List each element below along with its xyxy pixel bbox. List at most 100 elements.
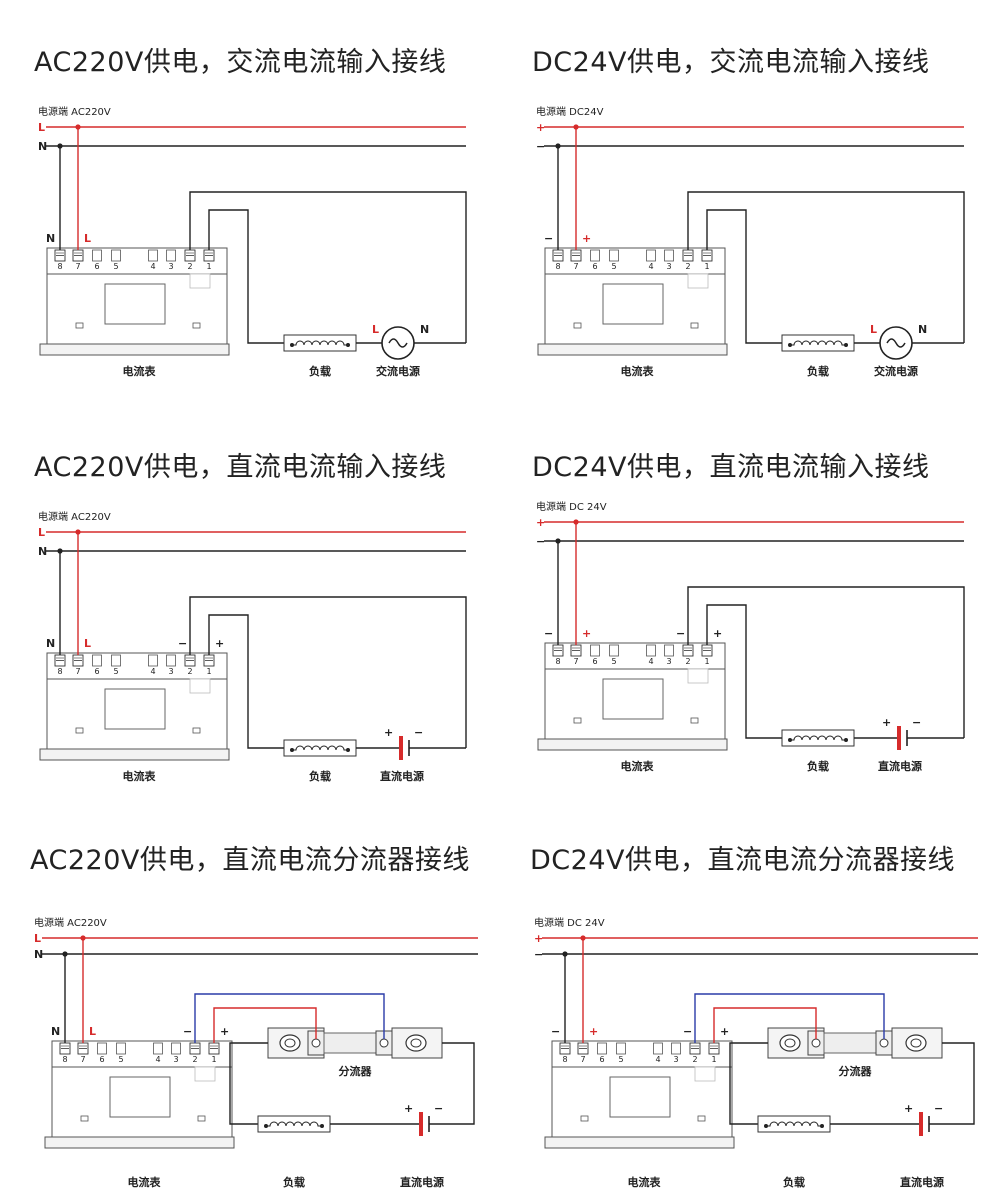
wire-loop-outer xyxy=(687,191,965,343)
terminal-number: 5 xyxy=(118,1055,123,1064)
junction-dot xyxy=(80,935,86,941)
battery-positive-plate xyxy=(399,736,403,760)
terminal-number: 5 xyxy=(113,667,118,676)
terminal-slot-icon xyxy=(171,1042,181,1055)
line-label-bottom: N xyxy=(38,140,47,153)
junction-dot xyxy=(555,143,561,149)
junction-dot xyxy=(573,124,579,130)
supply-label: 直流电源 xyxy=(900,1175,944,1189)
terminal-number: 1 xyxy=(206,262,211,271)
pin7-label: L xyxy=(84,637,91,650)
supply-label: 交流电源 xyxy=(376,364,420,378)
terminal-slot-icon xyxy=(646,644,656,657)
terminal-number: 4 xyxy=(155,1055,160,1064)
supply-right-label: − xyxy=(934,1102,943,1115)
coil-end xyxy=(264,1124,268,1128)
wire-loop-outer xyxy=(687,586,965,738)
pin1-label: + xyxy=(713,627,722,640)
sense-wire-positive xyxy=(213,1007,317,1043)
coil-end xyxy=(346,748,350,752)
meter-label: 电流表 xyxy=(628,1175,662,1189)
source-label: 电源端 DC 24V xyxy=(536,500,607,513)
supply-right-label: − xyxy=(434,1102,443,1115)
junction-dot xyxy=(573,519,579,525)
terminal-number: 7 xyxy=(80,1055,85,1064)
mount-clip-icon xyxy=(690,717,699,724)
battery-positive-plate xyxy=(897,726,901,750)
terminal-number: 2 xyxy=(187,262,192,271)
coil-end xyxy=(844,738,848,742)
junction-dot xyxy=(562,951,568,957)
pin2-label: − xyxy=(183,1025,192,1038)
meter-display xyxy=(609,1076,671,1118)
pin7-label: + xyxy=(582,627,591,640)
mount-clip-icon xyxy=(192,322,201,329)
terminal-slot-icon xyxy=(166,654,176,667)
terminal-number: 3 xyxy=(673,1055,678,1064)
pin2-label: − xyxy=(178,637,187,650)
sense-wire-negative xyxy=(694,993,885,1043)
terminal-number: 1 xyxy=(711,1055,716,1064)
terminal-slot-icon xyxy=(609,249,619,262)
junction-dot xyxy=(57,143,63,149)
load-label: 负载 xyxy=(309,364,331,378)
terminal-number: 5 xyxy=(611,262,616,271)
pin2-label: − xyxy=(676,627,685,640)
wire-loop-inner xyxy=(208,209,284,344)
wire-loop-inner xyxy=(208,614,284,749)
junction-dot xyxy=(580,935,586,941)
load-label: 负载 xyxy=(783,1175,805,1189)
line-label-bottom: N xyxy=(34,948,43,961)
source-label: 电源端 DC 24V xyxy=(534,916,605,929)
panel-title: DC24V供电，交流电流输入接线 xyxy=(532,47,930,78)
terminal-cover xyxy=(694,1066,716,1082)
meter-base xyxy=(44,1136,235,1149)
terminal-slot-icon xyxy=(646,249,656,262)
sine-wave-icon xyxy=(388,338,408,348)
terminal-number: 3 xyxy=(168,262,173,271)
terminal-number: 4 xyxy=(648,262,653,271)
shunt-resistor-bar xyxy=(823,1032,877,1054)
source-label: 电源端 AC220V xyxy=(34,916,107,929)
panel-title: AC220V供电，直流电流分流器接线 xyxy=(30,845,470,876)
terminal-number: 8 xyxy=(555,262,560,271)
mount-clip-icon xyxy=(573,717,582,724)
shunt-bolt-inner xyxy=(410,1038,422,1048)
terminal-number: 8 xyxy=(562,1055,567,1064)
coil-end xyxy=(346,343,350,347)
meter-base xyxy=(537,343,728,356)
meter-base xyxy=(544,1136,735,1149)
wire-loop-inner xyxy=(706,209,782,344)
pin7-label: + xyxy=(582,232,591,245)
pin7-label: L xyxy=(84,232,91,245)
coil-end xyxy=(320,1124,324,1128)
line-label-top: + xyxy=(534,932,543,945)
pin8-label: N xyxy=(51,1025,60,1038)
mount-clip-icon xyxy=(690,322,699,329)
terminal-cover xyxy=(687,668,709,684)
shunt-resistor-bar xyxy=(323,1032,377,1054)
meter-label: 电流表 xyxy=(621,364,655,378)
supply-left-label: + xyxy=(404,1102,413,1115)
terminal-slot-icon xyxy=(166,249,176,262)
terminal-slot-icon xyxy=(92,654,102,667)
terminal-number: 3 xyxy=(168,667,173,676)
mount-clip-icon xyxy=(80,1115,89,1122)
terminal-number: 7 xyxy=(573,657,578,666)
panel-title: AC220V供电，直流电流输入接线 xyxy=(34,452,447,483)
terminal-number: 1 xyxy=(206,667,211,676)
mount-clip-icon xyxy=(580,1115,589,1122)
pin8-label: − xyxy=(551,1025,560,1038)
shunt-bolt-inner xyxy=(910,1038,922,1048)
terminal-number: 1 xyxy=(211,1055,216,1064)
terminal-slot-icon xyxy=(92,249,102,262)
terminal-number: 4 xyxy=(648,657,653,666)
terminal-slot-icon xyxy=(616,1042,626,1055)
terminal-cover xyxy=(189,273,211,289)
shunt-bolt-inner xyxy=(284,1038,296,1048)
